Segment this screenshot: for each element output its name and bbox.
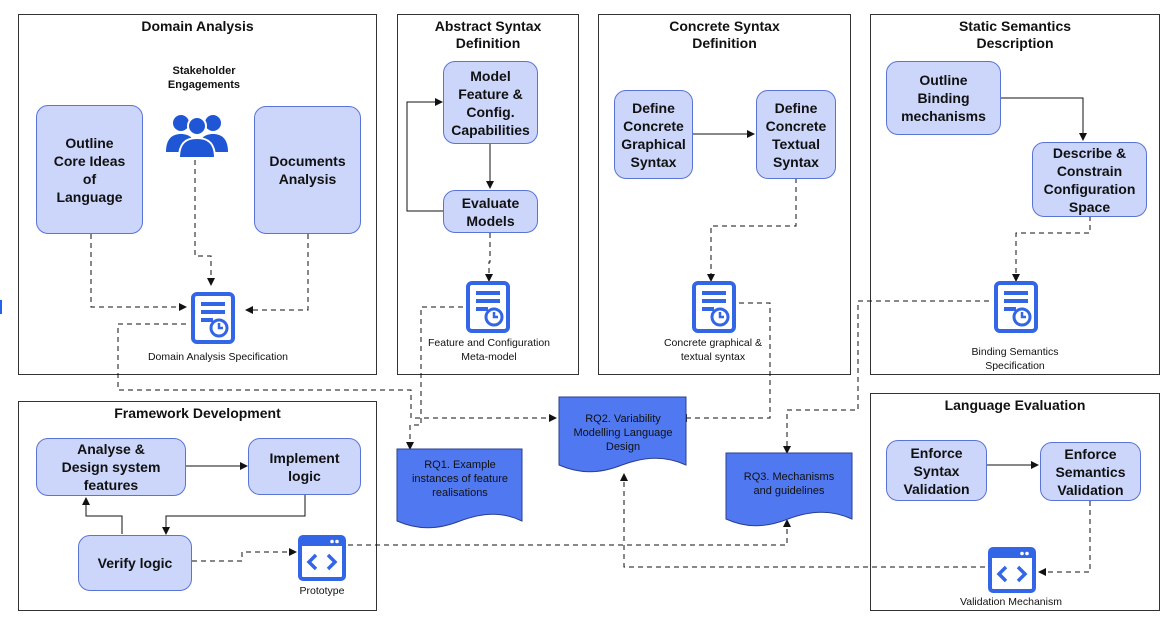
doc-shape-rq2 (558, 396, 687, 473)
panel-title-abstract-syntax: Abstract Syntax Definition (434, 18, 542, 51)
edge-textual-to-syntax (707, 178, 797, 282)
node-describe-constrain[interactable]: Describe & Constrain Configuration Space (1032, 142, 1147, 217)
stakeholder-label: Stakeholder Engagements (167, 65, 241, 91)
people-group-icon (166, 115, 228, 158)
caption-validation-mechanism: Validation Mechanism (960, 596, 1062, 608)
edge-outline-to-spec (90, 234, 187, 311)
node-outline-core-ideas[interactable]: Outline Core Ideas of Language (36, 105, 143, 234)
edge-spec-to-rq2 (117, 323, 557, 422)
edge-stakeholder-to-spec (194, 160, 215, 286)
node-define-textual[interactable]: Define Concrete Textual Syntax (756, 90, 836, 179)
edge-prototype-to-rq3 (348, 519, 791, 546)
node-verify-logic[interactable]: Verify logic (78, 535, 192, 591)
caption-prototype: Prototype (299, 585, 345, 597)
node-analyse-design[interactable]: Analyse & Design system features (36, 438, 186, 496)
document-clock-icon (994, 281, 1038, 333)
document-clock-icon (191, 292, 235, 344)
node-evaluate-models[interactable]: Evaluate Models (443, 190, 538, 233)
edge-outline-to-describe (1001, 97, 1087, 141)
edge-describe-to-binding (1012, 216, 1091, 282)
edge-verify-to-prototype (192, 548, 297, 562)
document-clock-icon (466, 281, 510, 333)
node-outline-binding[interactable]: Outline Binding mechanisms (886, 61, 1001, 135)
doc-rq2-text: RQ2. Variability Modelling Language Desi… (573, 413, 673, 453)
doc-shape-rq1 (396, 448, 523, 529)
panel-title-static-semantics: Static Semantics Description (958, 18, 1072, 51)
code-window-icon (298, 535, 346, 581)
node-implement-logic[interactable]: Implement logic (248, 438, 361, 495)
edge-metamodel-to-rq1 (406, 306, 463, 450)
panel-title-domain-analysis: Domain Analysis (141, 18, 254, 34)
panel-title-language-eval: Language Evaluation (944, 397, 1086, 413)
edge-syntax-to-rq2 (679, 302, 771, 422)
edge-verify-to-analyse (82, 497, 123, 534)
edge-validation-to-rq2 (620, 473, 985, 568)
code-window-icon (988, 547, 1036, 593)
left-edge-marker (0, 300, 2, 314)
edge-binding-to-rq3 (783, 300, 989, 454)
doc-rq1-text: RQ1. Example instances of feature realis… (411, 459, 508, 499)
caption-metamodel: Feature and Configuration Meta-model (428, 337, 550, 363)
caption-domain-spec: Domain Analysis Specification (147, 351, 289, 363)
node-enforce-syntax[interactable]: Enforce Syntax Validation (886, 440, 987, 501)
doc-rq3-text: RQ3. Mechanisms and guidelines (743, 471, 835, 497)
node-enforce-semantics[interactable]: Enforce Semantics Validation (1040, 442, 1141, 501)
node-documents-analysis[interactable]: Documents Analysis (254, 106, 361, 234)
doc-shape-rq3 (725, 452, 853, 527)
node-define-graphical[interactable]: Define Concrete Graphical Syntax (614, 90, 693, 179)
edge-documents-to-spec (245, 234, 309, 314)
edge-implement-to-verify (162, 495, 306, 535)
edge-semantics-to-validation (1038, 501, 1091, 576)
edge-evaluate-loop (406, 98, 443, 212)
caption-concrete-syntax: Concrete graphical & textual syntax (663, 337, 763, 363)
node-model-feature-config[interactable]: Model Feature & Config. Capabilities (443, 61, 538, 144)
panel-title-concrete-syntax: Concrete Syntax Definition (669, 18, 780, 51)
caption-binding-semantics: Binding Semantics Specification (971, 346, 1059, 372)
panel-title-framework: Framework Development (114, 405, 281, 421)
document-clock-icon (692, 281, 736, 333)
edge-evaluate-to-metamodel (485, 233, 493, 282)
